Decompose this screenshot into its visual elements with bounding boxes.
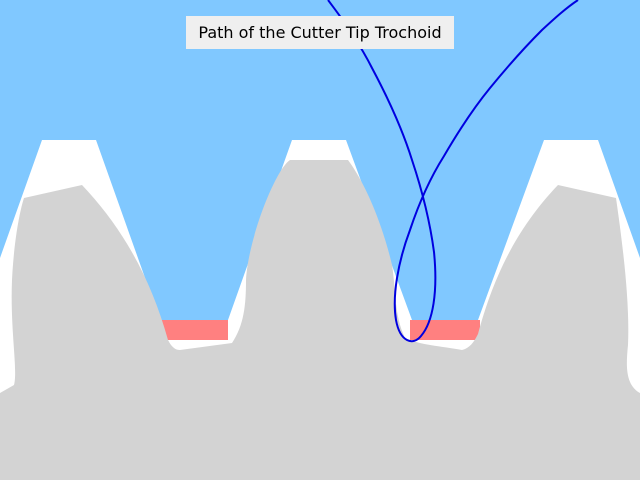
gear-body [0,160,640,480]
diagram-title: Path of the Cutter Tip Trochoid [186,16,454,49]
tip-relief-left [158,320,228,340]
trochoid-path [327,0,579,343]
